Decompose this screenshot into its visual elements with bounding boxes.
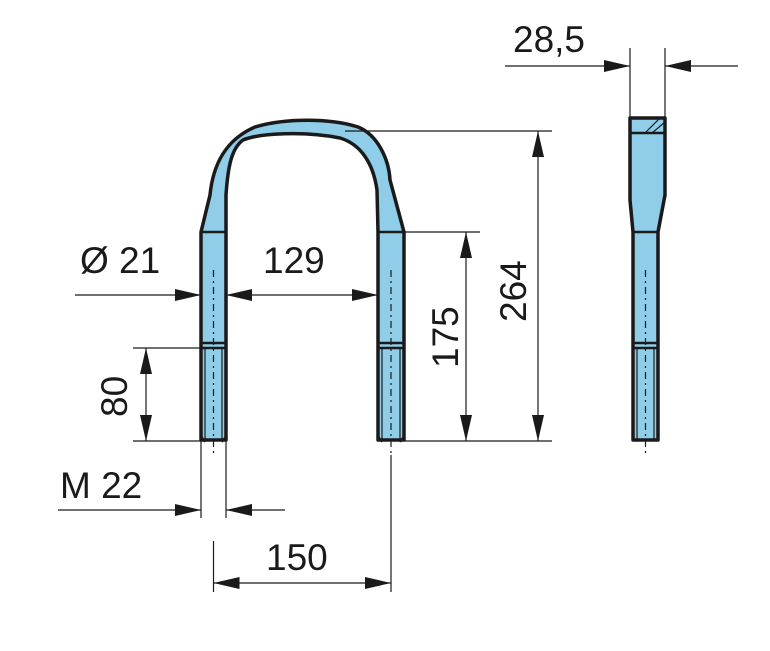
- dim-thread-size-label: M 22: [60, 465, 142, 506]
- dim-diameter-and-inner: Ø 21 129: [75, 240, 378, 301]
- dim-thread-length-label: 80: [94, 376, 135, 417]
- side-view-body: [628, 116, 667, 442]
- dim-center-distance: 150: [212, 455, 392, 592]
- dim-total-height: 264: [345, 130, 552, 442]
- dim-thread-size: M 22: [58, 441, 285, 518]
- dim-thread-diameter-label: Ø 21: [80, 240, 160, 281]
- dim-thread-length: 80: [94, 347, 201, 442]
- dim-flat-width: 28,5: [505, 19, 738, 118]
- dim-straight-length: 175: [404, 231, 480, 441]
- u-bolt-front-view: [199, 118, 406, 455]
- dim-straight-length-label: 175: [425, 306, 466, 368]
- dim-inner-width-label: 129: [263, 240, 325, 281]
- dim-center-distance-label: 150: [266, 537, 328, 578]
- dim-total-height-label: 264: [493, 260, 534, 322]
- u-bolt-side-view: [628, 116, 667, 455]
- dim-flat-width-label: 28,5: [513, 19, 585, 60]
